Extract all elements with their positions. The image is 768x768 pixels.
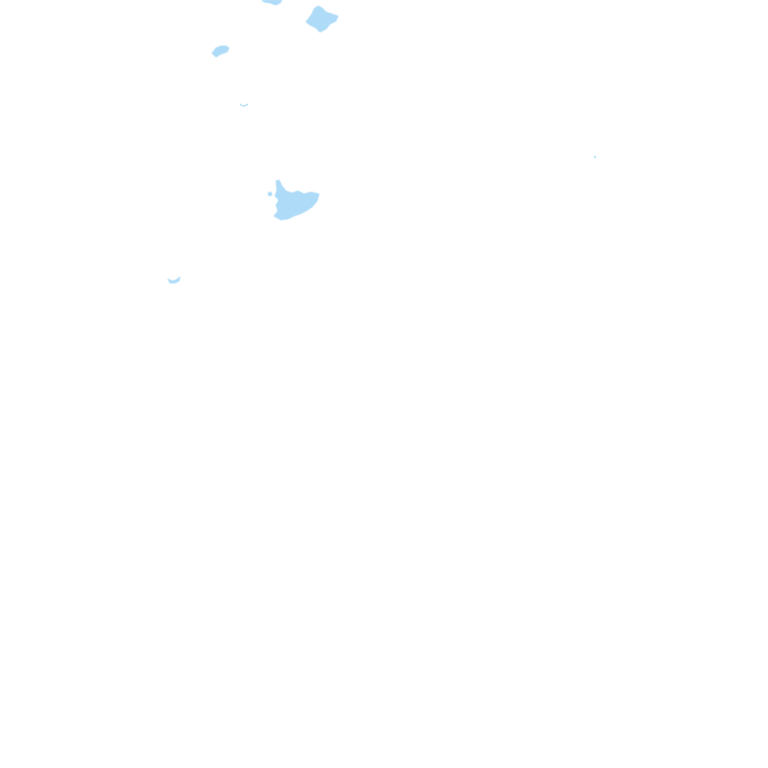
lake-feature [239,103,249,107]
lake-feature [305,5,339,33]
lake-feature [211,45,230,58]
pond-feature [593,155,597,159]
lake-feature [267,191,273,197]
lake-feature [167,276,181,284]
lake-feature [273,179,320,221]
lake-feature [261,0,283,6]
